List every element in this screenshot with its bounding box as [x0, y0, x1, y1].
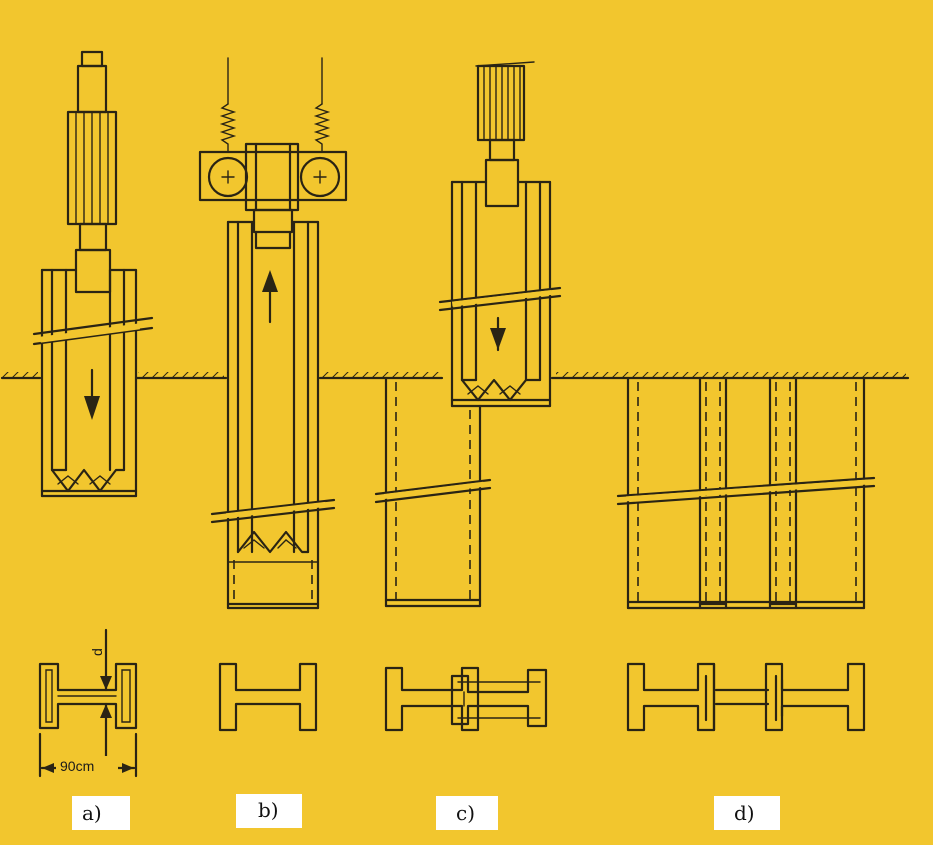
panel-d-completed-wall	[616, 376, 876, 732]
svg-text:c): c)	[456, 801, 475, 825]
panel-a-pile-driving-down: d 90cm	[32, 50, 154, 778]
panel-label-d: d)	[714, 796, 780, 830]
panel-label-b: b)	[236, 794, 302, 828]
svg-text:d): d)	[734, 801, 755, 825]
width-label: 90cm	[60, 758, 94, 774]
svg-text:b): b)	[258, 798, 279, 822]
panel-label-c: c)	[436, 796, 498, 830]
thickness-label: d	[89, 648, 105, 656]
panel-label-a: a)	[72, 796, 130, 830]
ground-line	[0, 372, 910, 380]
panel-c-driving-adjacent-pile	[374, 61, 562, 732]
svg-text:a): a)	[82, 801, 102, 825]
panel-b-pile-extraction	[198, 57, 348, 732]
